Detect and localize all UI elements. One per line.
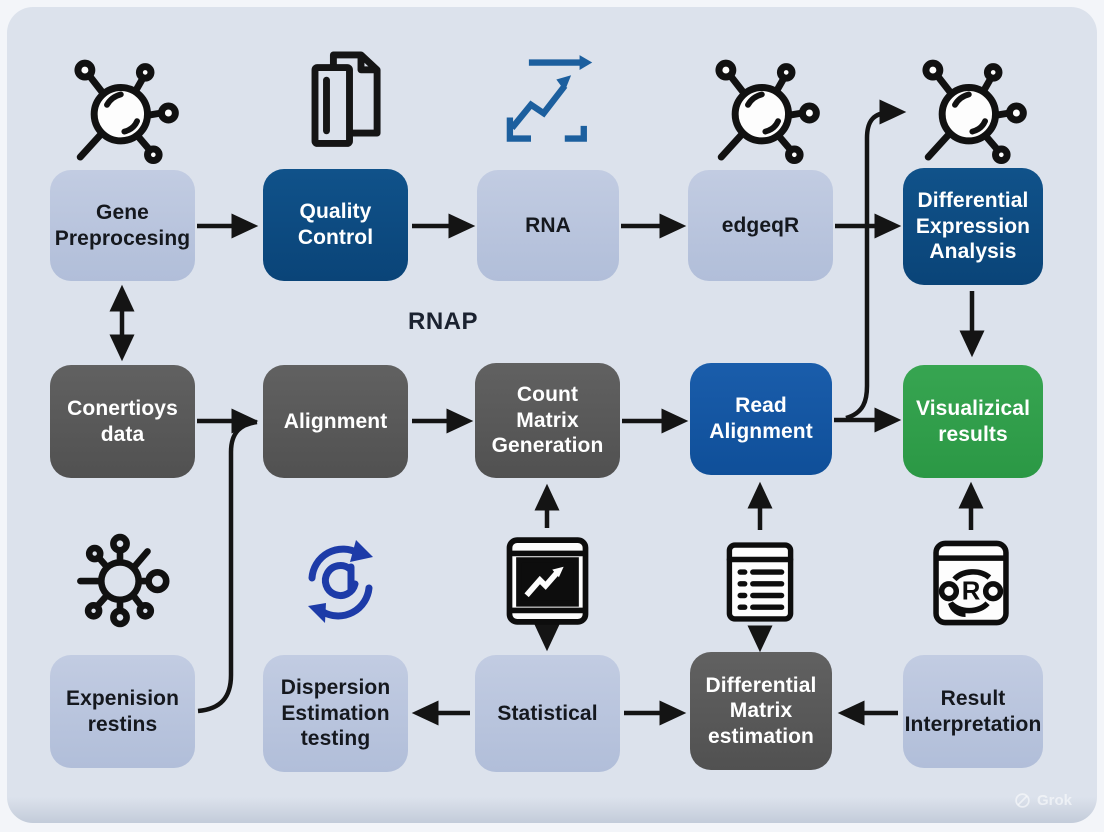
node-conertioys-data: Conertioys data	[50, 365, 195, 478]
molecule-icon	[715, 59, 820, 165]
connector-expenision-up	[197, 419, 258, 714]
node-dispersion-estimation-testing: Dispersion Estimation testing	[263, 655, 408, 772]
node-result-interpretation: Result Interpretation	[903, 655, 1043, 768]
watermark-text: Grok	[1037, 792, 1073, 809]
svg-text:R: R	[962, 578, 981, 606]
r-window-icon: R	[933, 540, 1009, 626]
node-count-matrix-generation: Count Matrix Generation	[475, 363, 620, 478]
grok-logo-icon	[1015, 793, 1030, 808]
molecule-icon	[922, 59, 1027, 165]
watermark: Grok	[1014, 792, 1072, 809]
node-gene-preprocessing: Gene Preprocesing	[50, 170, 195, 281]
node-quality-control: Quality Control	[263, 169, 408, 281]
monitor-chart-icon	[506, 537, 589, 625]
node-expenision-restins: Expenision restins	[50, 655, 195, 768]
rnap-label: RNAP	[408, 308, 479, 335]
refresh-cycle-icon	[308, 540, 373, 623]
node-rna: RNA	[477, 170, 619, 281]
node-differential-matrix-estimation: Differential Matrix estimation	[690, 652, 832, 770]
node-edgeqr: edgeqR	[688, 170, 833, 281]
node-alignment: Alignment	[263, 365, 408, 478]
node-statistical: Statistical	[475, 655, 620, 772]
arrow-readalign-branch-up	[845, 99, 907, 421]
node-differential-expression-analysis: Differential Expression Analysis	[903, 168, 1043, 285]
trend-arrow-icon	[506, 55, 593, 142]
list-document-icon	[726, 542, 794, 622]
documents-icon	[311, 51, 381, 147]
node-visualizical-results: Visualizical results	[903, 365, 1043, 478]
molecule-icon	[74, 59, 179, 165]
node-read-alignment: Read Alignment	[690, 363, 832, 475]
virus-icon	[77, 533, 170, 628]
